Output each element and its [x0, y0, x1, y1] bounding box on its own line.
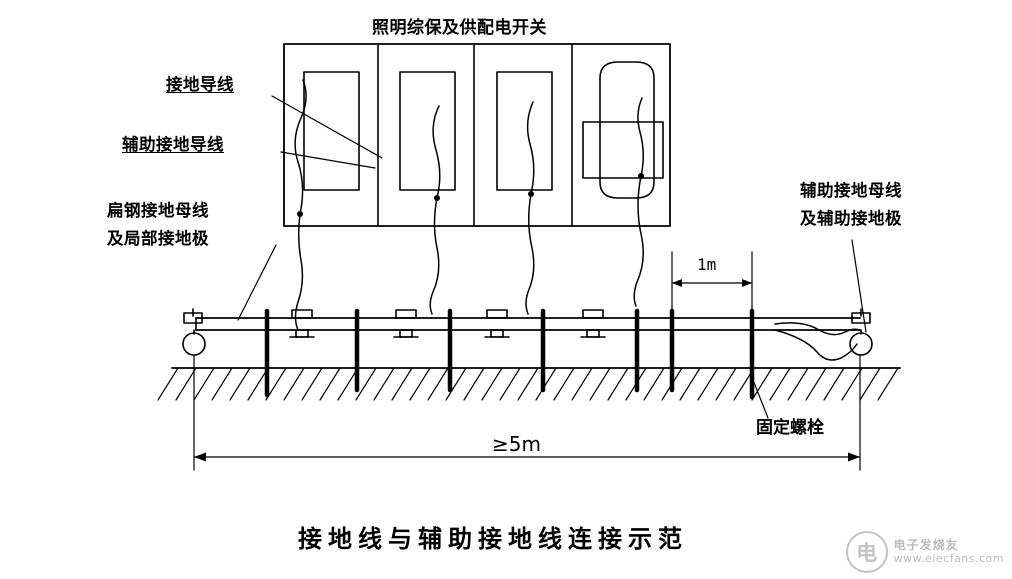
wire-node-3	[528, 191, 534, 197]
cabinet-wire-2	[432, 105, 441, 199]
figure-caption: 接地线与辅助接地线连接示范	[298, 525, 688, 553]
cabinet-wire-4	[637, 97, 644, 177]
leader-ground-wire	[271, 95, 383, 159]
label-aux-ground-wire: 辅助接地导线	[122, 135, 224, 154]
busbar-clamp-1	[289, 309, 315, 338]
wire-node-4	[638, 173, 644, 179]
ground-wire-4	[633, 175, 644, 307]
aux-connection-wire-upper	[774, 322, 862, 336]
switch-panel-1	[303, 71, 360, 191]
local-ground-electrode-left	[182, 332, 206, 356]
leader-aux-busbar	[851, 239, 867, 333]
watermark: 电 电子发烧友 www.elecfans.com	[845, 531, 1004, 573]
label-aux-busbar-line1: 辅助接地母线	[800, 181, 902, 200]
leader-fixing-bolt	[752, 379, 769, 419]
wire-node-1	[297, 211, 303, 217]
transformer-unit-box	[582, 121, 664, 179]
leader-flat-steel-busbar	[237, 244, 277, 321]
switchgear-enclosure	[283, 43, 671, 227]
watermark-logo-icon: 电	[845, 531, 888, 573]
ground-wire-2	[429, 197, 440, 315]
label-flat-steel-busbar-line2: 及局部接地极	[107, 229, 209, 248]
watermark-line1: 电子发烧友	[893, 537, 959, 552]
busbar-clamp-2	[393, 309, 419, 338]
switch-panel-2	[399, 71, 456, 191]
busbar-clamp-3	[484, 309, 510, 338]
busbar-clamp-4	[580, 309, 606, 338]
label-flat-steel-busbar-line1: 扁钢接地母线	[107, 201, 209, 220]
label-ground-wire: 接地导线	[166, 75, 234, 94]
top-title: 照明综保及供配电开关	[372, 18, 547, 38]
dim-label-1m: 1m	[697, 255, 717, 274]
watermark-line2: www.elecfans.com	[893, 551, 1004, 565]
switch-panel-3	[496, 71, 553, 191]
wire-node-2	[434, 195, 440, 201]
cabinet-wire-3	[526, 101, 535, 195]
ground-hatching	[157, 367, 899, 401]
watermark-text: 电子发烧友 www.elecfans.com	[893, 537, 1004, 565]
dim-1m-arrow-left	[672, 279, 682, 287]
dim-label-total: ≥5m	[492, 432, 541, 456]
dim-1m-arrow-right	[742, 279, 752, 287]
dim-total-arrow-right	[848, 452, 860, 462]
aux-connection-wire-lower	[774, 329, 858, 361]
grounding-rods	[264, 308, 755, 400]
label-fixing-bolt: 固定螺栓	[756, 418, 824, 438]
dim-total-arrow-left	[194, 452, 206, 462]
label-aux-busbar-line2: 及辅助接地极	[800, 209, 902, 228]
aux-ground-electrode-right	[849, 332, 873, 356]
leader-aux-ground-wire	[280, 151, 376, 169]
ground-wire-3	[525, 193, 535, 315]
transformer-unit-outline	[599, 61, 655, 199]
ground-wire-1	[294, 213, 304, 331]
cabinet-wire-1	[294, 79, 307, 215]
